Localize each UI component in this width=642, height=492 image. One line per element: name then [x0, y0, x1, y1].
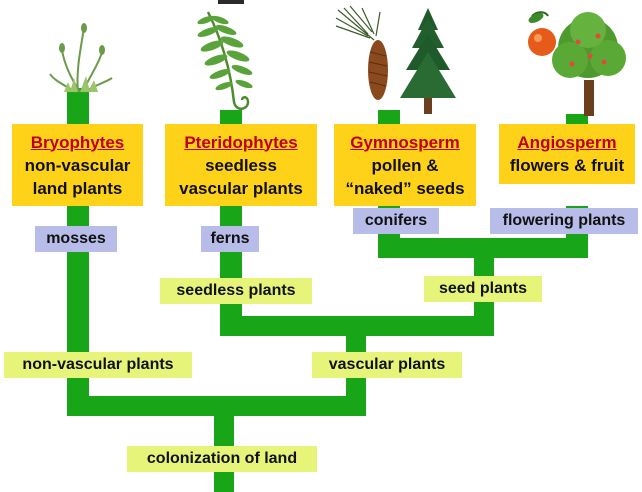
label-seed-plants: seed plants — [424, 276, 542, 302]
group-desc-line1-angiosperm: flowers & fruit — [510, 154, 624, 177]
root-stem — [214, 396, 234, 492]
group-name-angiosperm: Angiosperm — [517, 131, 616, 154]
label-vascular-plants: vascular plants — [312, 352, 462, 378]
group-box-pteridophytes: Pteridophytes seedless vascular plants — [165, 124, 317, 206]
group-box-angiosperm: Angiosperm flowers & fruit — [499, 124, 635, 184]
group-desc-line1-bryophytes: non-vascular — [25, 154, 131, 177]
label-conifers: conifers — [353, 208, 439, 234]
group-desc-line2-bryophytes: land plants — [33, 177, 123, 200]
label-seedless-plants: seedless plants — [160, 278, 312, 304]
group-desc-line2-pteridophytes: vascular plants — [179, 177, 303, 200]
fruit-tree-icon — [512, 6, 642, 118]
conifer-icon — [334, 4, 464, 116]
group-desc-line2-gymnosperm: “naked” seeds — [345, 177, 464, 200]
group-desc-line1-gymnosperm: pollen & — [371, 154, 438, 177]
label-non-vascular-plants: non-vascular plants — [4, 352, 192, 378]
label-ferns: ferns — [201, 226, 259, 252]
group-name-pteridophytes: Pteridophytes — [184, 131, 297, 154]
group-box-bryophytes: Bryophytes non-vascular land plants — [12, 124, 143, 206]
group-box-gymnosperm: Gymnosperm pollen & “naked” seeds — [334, 124, 476, 206]
label-colonization-of-land: colonization of land — [127, 446, 317, 472]
label-mosses: mosses — [35, 226, 117, 252]
moss-icon — [40, 22, 120, 94]
label-flowering-plants: flowering plants — [490, 208, 638, 234]
group-name-gymnosperm: Gymnosperm — [350, 131, 460, 154]
group-name-bryophytes: Bryophytes — [31, 131, 125, 154]
group-desc-line1-pteridophytes: seedless — [205, 154, 277, 177]
fern-icon — [190, 6, 266, 114]
